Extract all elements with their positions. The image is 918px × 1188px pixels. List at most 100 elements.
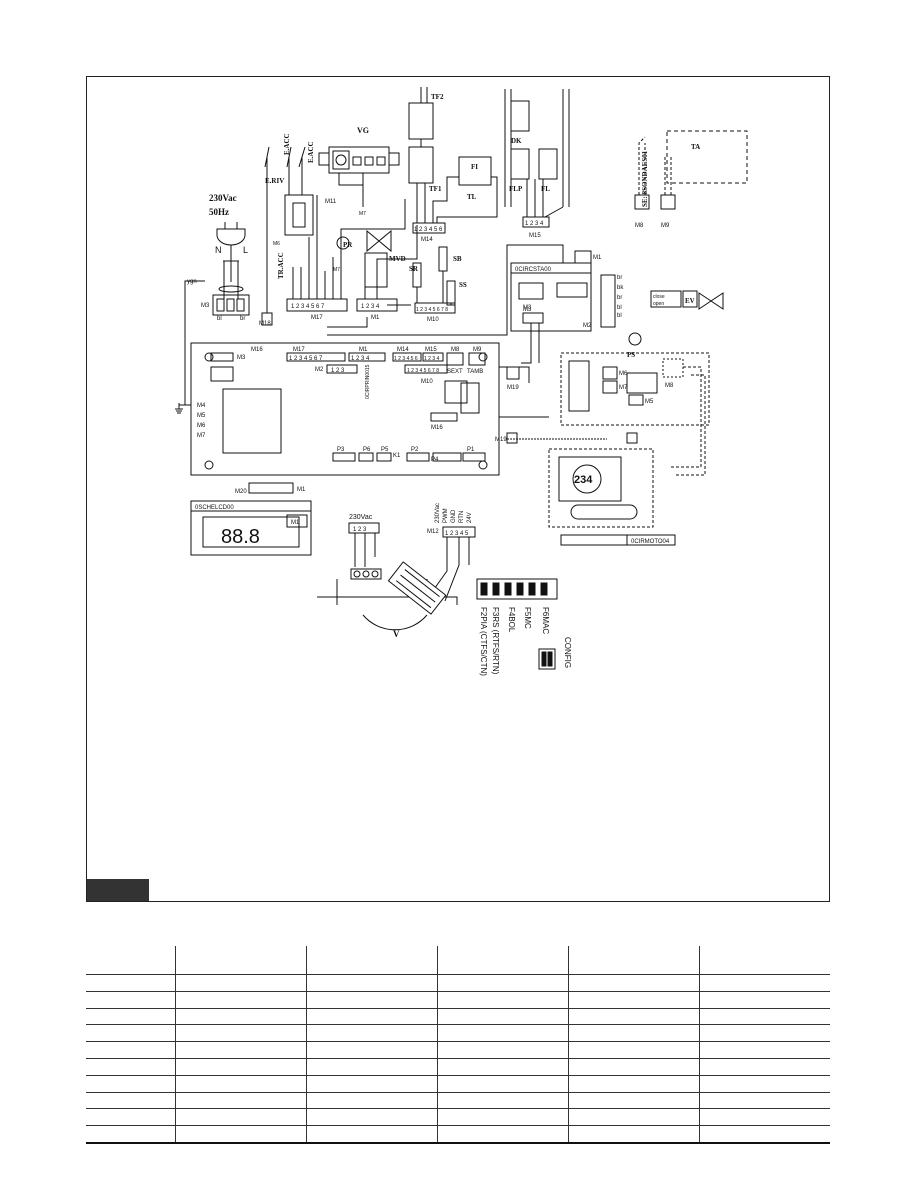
fi-label: FI xyxy=(471,163,478,171)
interconnect-wires xyxy=(327,199,549,418)
wire-label: bk xyxy=(617,285,624,291)
m19-label: M19 xyxy=(507,385,519,391)
fan-assembly: 230Vac 1 2 3 V M12 1 2 3 4 5 230Vac PWM … xyxy=(317,503,476,639)
table-row xyxy=(86,1008,830,1026)
dip-switch-block: F2PIA (CTFS/CTN) F3RS (RTFS/RTN) F4BOL F… xyxy=(476,578,572,676)
fan-pins-label: 1 2 3 xyxy=(353,527,367,533)
lcd-m1-connector: M1 xyxy=(291,520,300,526)
m17-pins: 1 2 3 4 5 6 7 xyxy=(291,304,325,310)
tr-acc-label: TR.ACC xyxy=(277,252,285,279)
m10-pins: 1 2 3 4 5 6 7 8 xyxy=(416,307,448,313)
ev-close-label: close xyxy=(653,294,665,300)
board-m2-pins: 1 2 3 xyxy=(331,368,345,374)
legend-table xyxy=(86,946,830,1144)
m6-label: M6 xyxy=(273,241,280,247)
m16-label: M16 xyxy=(251,347,263,353)
dip-switch-label: F3RS (RTFS/RTN) xyxy=(491,607,500,675)
p2-label: P2 xyxy=(411,447,419,453)
board-m9-label: M9 xyxy=(473,347,482,353)
board-m16-label: M16 xyxy=(431,425,443,431)
gas-valve: VG M11 M7 E.RIV E.ACC E.ACC TR.ACC M6 M1… xyxy=(259,126,400,327)
board-m10-pins: 1 2 3 4 5 6 7 8 xyxy=(407,368,439,374)
table-row xyxy=(86,1041,830,1059)
m12-signal: RTN xyxy=(459,511,465,523)
tf2-label: TF2 xyxy=(431,93,444,101)
board-m14-label: M14 xyxy=(397,347,409,353)
m12-signal: PWM xyxy=(443,508,449,523)
sext-label: SEXT xyxy=(447,369,463,375)
remote-board: M6 M7 M8 M5 M19 234 0CIRMOTO04 xyxy=(495,352,710,546)
m14-label: M14 xyxy=(421,237,433,243)
m4-label: M4 xyxy=(197,403,206,409)
wiring-diagram: 230Vac 50Hz N L bl br M3 ygn VG M11 M7 E… xyxy=(175,87,748,676)
neutral-label: N xyxy=(215,245,222,255)
vg-label: VG xyxy=(357,126,369,135)
frequency-label: 50Hz xyxy=(209,207,229,217)
diagram-tag xyxy=(87,879,149,901)
k1-label: K1 xyxy=(393,453,401,459)
power-plug: 230Vac 50Hz N L bl br M3 ygn xyxy=(175,193,250,414)
m12-signal: 24V xyxy=(467,512,473,523)
ps-label: PS xyxy=(627,351,635,359)
board-m2-label: M2 xyxy=(315,367,324,373)
earth-wire-label: ygn xyxy=(187,279,197,285)
wire-label: br xyxy=(617,275,622,281)
m8-label: M8 xyxy=(635,223,644,229)
remote-m6-label: M6 xyxy=(619,371,628,377)
p6-label: P6 xyxy=(363,447,371,453)
table-row xyxy=(86,991,830,1009)
wire-label: bl xyxy=(217,316,222,322)
dip-switch-label: F2PIA (CTFS/CTN) xyxy=(479,607,488,676)
fan-v-label: V xyxy=(393,629,400,639)
stat-board-label: 0CIRCSTA00 xyxy=(515,267,552,273)
m12-pins: 1 2 3 4 5 xyxy=(445,531,469,537)
wire-label: bl xyxy=(617,313,622,319)
table-header-row xyxy=(86,946,830,975)
m12-signals: 230Vac PWM GND RTN 24V xyxy=(435,503,473,523)
board-m10-label: M10 xyxy=(421,379,433,385)
remote-m8-label: M8 xyxy=(665,383,674,389)
table-row xyxy=(86,1075,830,1093)
m1-label: M1 xyxy=(371,315,380,321)
remote-board-label: 0CIRMOTO04 xyxy=(631,539,670,545)
board-m3-label: M3 xyxy=(237,355,246,361)
board-m17-pins: 1 2 3 4 5 6 7 xyxy=(289,356,323,362)
remote-m7-label: M7 xyxy=(619,385,628,391)
wire-label: br xyxy=(617,295,622,301)
stat-m2-label: M2 xyxy=(583,323,592,329)
m15-pins: 1 2 3 4 xyxy=(525,221,544,227)
stat-m3-label: M3 xyxy=(523,305,532,311)
m6-board-label: M6 xyxy=(197,423,206,429)
safety-thermostats: TF2 TF1 FI TL 1 2 3 4 5 6 M14 xyxy=(408,87,498,243)
dip-switch-label: F4BOL xyxy=(507,607,516,633)
stat-m1-label: M1 xyxy=(593,255,602,261)
lcd-board: M20 M1 0SCHELCD00 88.8 M1 xyxy=(190,482,312,556)
tamb-label: TAMB xyxy=(467,369,483,375)
table-row xyxy=(86,1125,830,1144)
p4-label: P4 xyxy=(431,457,439,463)
m5-label: M5 xyxy=(197,413,206,419)
board-m15-label: M15 xyxy=(425,347,437,353)
wire-label: bl xyxy=(617,305,622,311)
m11-label: M11 xyxy=(325,199,337,205)
m14-pins: 1 2 3 4 5 6 xyxy=(414,227,443,233)
remote-m19-label: M19 xyxy=(495,437,507,443)
pr-label: PR xyxy=(343,241,353,249)
lcd-board-label: 0SCHELCD00 xyxy=(195,505,234,511)
m12-signal: GND xyxy=(451,509,457,523)
m12-signal: 230Vac xyxy=(435,503,441,523)
flow-switches: DK FLP FL 1 2 3 4 M15 xyxy=(504,89,570,239)
wiring-diagram-frame: 230Vac 50Hz N L bl br M3 ygn VG M11 M7 E… xyxy=(86,76,830,902)
fl-label: FL xyxy=(541,185,550,193)
dip-switch-label: F5MC xyxy=(523,607,532,629)
remote-m5-label: M5 xyxy=(645,399,654,405)
board-m14-pins: 1 2 3 4 5 6 xyxy=(394,356,418,362)
ev-label: EV xyxy=(685,297,695,305)
e-riv-label: E.RIV xyxy=(265,177,284,185)
m9-label: M9 xyxy=(661,223,670,229)
table-row xyxy=(86,1092,830,1110)
ev-open-label: open xyxy=(653,301,664,307)
fan-voltage-label: 230Vac xyxy=(349,514,373,521)
dk-label: DK xyxy=(511,137,522,145)
m17-connector: 1 2 3 4 5 6 7 M17 xyxy=(286,195,348,321)
